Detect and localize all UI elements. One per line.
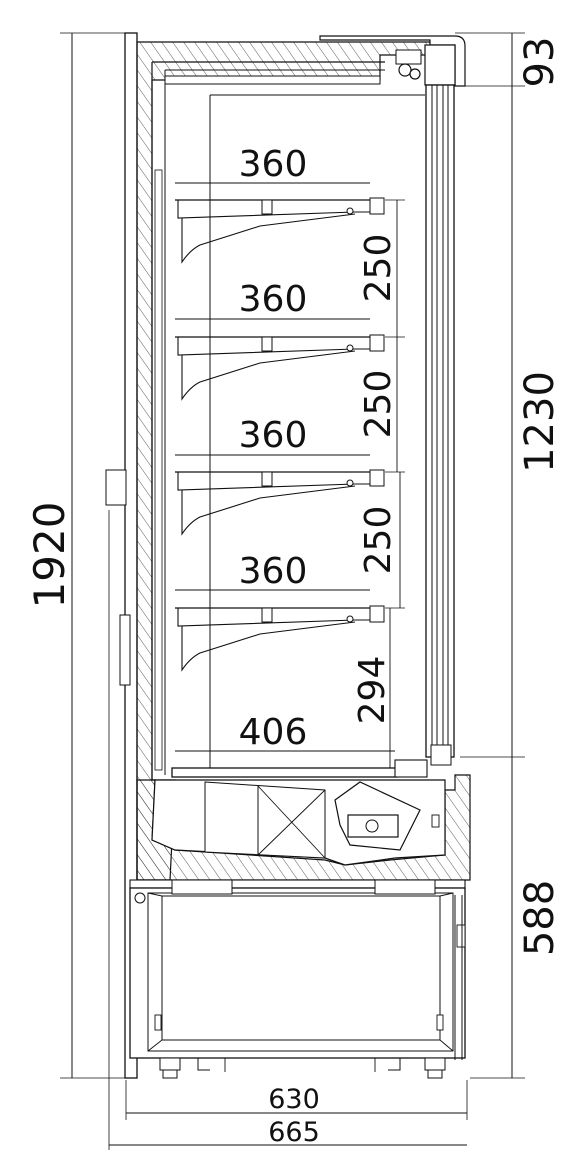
shelf-1-spacing-label: 250 [358,234,399,303]
shelf-depth-dimensions: 360 360 360 360 406 [175,144,395,753]
shelf-3-spacing-label: 250 [358,506,399,575]
inner-width-label: 630 [268,1084,320,1115]
fan-icon [334,781,421,851]
shelf-2 [175,334,385,401]
overall-width-label: 665 [268,1117,320,1148]
overall-height-dimension: 1920 [25,32,130,1079]
bottom-deck [171,759,428,778]
shelf-2-depth-label: 360 [239,279,308,320]
shelf-4-spacing-label: 294 [352,656,393,725]
display-height-label: 1230 [517,371,563,473]
machine-compartment [136,774,471,881]
bottom-depth-label: 406 [239,712,308,753]
shelf-4-depth-label: 360 [239,551,308,592]
shelf-3 [175,469,385,536]
shelf-3-depth-label: 360 [239,415,308,456]
width-dimensions: 630 665 [108,510,468,1150]
shelf-4 [175,605,385,672]
lamp-icon [395,49,422,80]
shelf-1 [175,197,385,264]
right-height-dimensions: 93 1230 588 [455,32,563,1079]
shelf-2-spacing-label: 250 [358,370,399,439]
overall-height-label: 1920 [25,502,74,609]
base-stand [129,879,466,1079]
base-height-label: 588 [517,880,563,956]
shelf-spacing-dimensions: 250 250 250 294 [352,199,405,768]
top-section-label: 93 [517,37,563,88]
shelf-1-depth-label: 360 [239,144,308,185]
front-glass-panel [425,84,455,766]
